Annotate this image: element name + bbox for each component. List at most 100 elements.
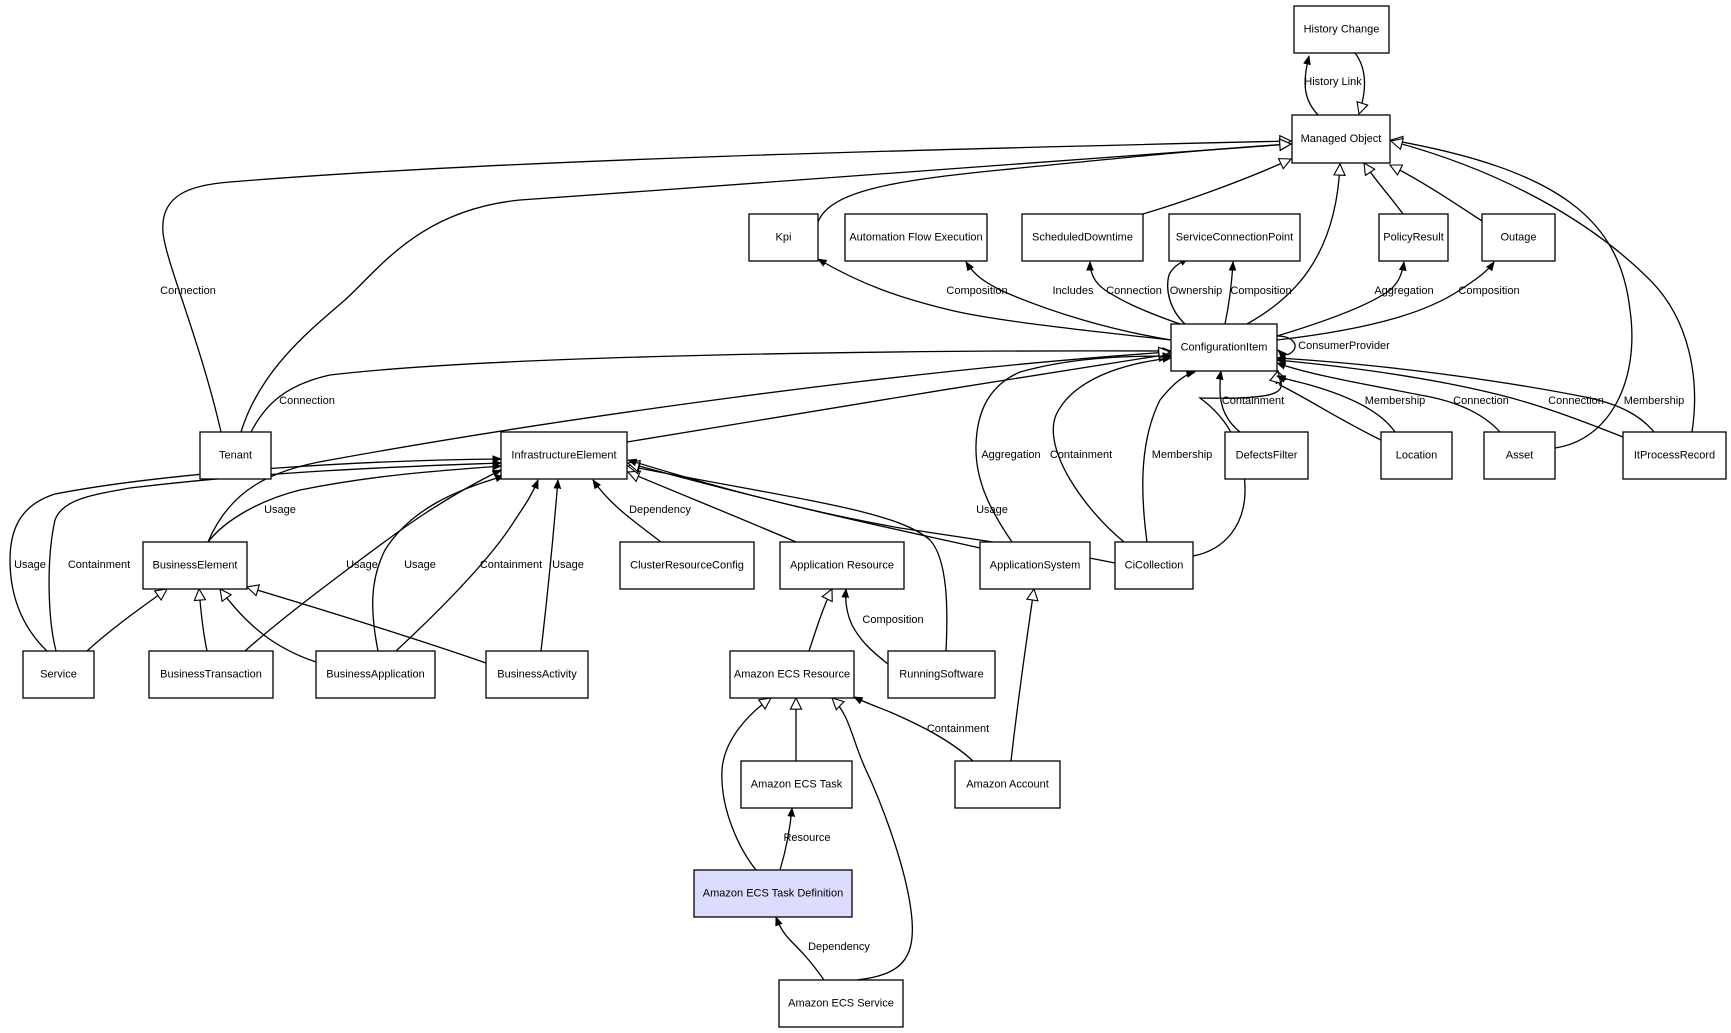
node-label: ApplicationSystem xyxy=(990,560,1081,572)
node-label: Location xyxy=(1396,450,1438,462)
edge-label: Usage xyxy=(14,559,46,571)
node-label: CiCollection xyxy=(1125,560,1184,572)
edge-label: Containment xyxy=(68,559,130,571)
edge-label: Includes xyxy=(1053,285,1094,297)
node-policy-result[interactable]: PolicyResult xyxy=(1378,213,1449,262)
node-managed-object[interactable]: Managed Object xyxy=(1291,114,1391,164)
edge-label: Membership xyxy=(1152,449,1213,461)
node-kpi[interactable]: Kpi xyxy=(748,213,819,262)
node-cluster-resource-config[interactable]: ClusterResourceConfig xyxy=(619,541,755,590)
edge-cluster-resource-config-to-infrastructure-element xyxy=(593,480,662,543)
edge-label: Dependency xyxy=(808,941,870,953)
node-amazon-ecs-resource[interactable]: Amazon ECS Resource xyxy=(729,650,855,699)
edge-infrastructure-element-to-configuration-item xyxy=(626,354,1170,443)
node-service[interactable]: Service xyxy=(22,650,95,699)
node-running-software[interactable]: RunningSoftware xyxy=(887,650,996,699)
edge-business-element-to-configuration-item xyxy=(207,352,1170,543)
node-label: Amazon ECS Service xyxy=(788,998,894,1010)
node-business-application[interactable]: BusinessApplication xyxy=(315,650,436,699)
node-label: ConfigurationItem xyxy=(1181,342,1268,354)
edge-amazon-account-to-amazon-ecs-resource xyxy=(854,696,974,762)
node-label: Amazon ECS Task xyxy=(751,779,843,791)
node-history-change[interactable]: History Change xyxy=(1293,5,1390,54)
node-service-connection-point[interactable]: ServiceConnectionPoint xyxy=(1168,213,1301,262)
node-business-activity[interactable]: BusinessActivity xyxy=(485,650,589,699)
edge-business-activity-to-infrastructure-element xyxy=(540,480,558,652)
node-label: Tenant xyxy=(219,450,252,462)
edge-policy-result-to-managed-object xyxy=(1364,163,1404,215)
node-box xyxy=(1224,431,1309,480)
node-box xyxy=(1483,431,1556,480)
node-amazon-ecs-service[interactable]: Amazon ECS Service xyxy=(778,979,904,1028)
node-application-resource[interactable]: Application Resource xyxy=(779,541,905,590)
edge-defects-filter-to-configuration-item xyxy=(1220,371,1241,433)
node-label: Amazon ECS Task Definition xyxy=(703,888,843,900)
edge-asset-to-managed-object xyxy=(1391,140,1633,449)
node-label: Service xyxy=(40,669,77,681)
node-label: RunningSoftware xyxy=(899,669,983,681)
edge-label: Connection xyxy=(279,395,335,407)
node-box xyxy=(729,650,855,699)
edge-label: ConsumerProvider xyxy=(1298,340,1390,352)
node-application-system[interactable]: ApplicationSystem xyxy=(979,541,1091,590)
node-location[interactable]: Location xyxy=(1380,431,1453,480)
node-scheduled-downtime[interactable]: ScheduledDowntime xyxy=(1021,213,1144,262)
edge-label: Containment xyxy=(1222,395,1284,407)
node-it-process-record[interactable]: ItProcessRecord xyxy=(1622,431,1727,480)
edge-configuration-item-to-service-connection-point xyxy=(1224,262,1233,325)
edge-business-transaction-to-business-element xyxy=(199,589,208,652)
edge-label: Connection xyxy=(1548,395,1604,407)
edge-label: Usage xyxy=(404,559,436,571)
node-label: BusinessActivity xyxy=(497,669,577,681)
edge-label: Connection xyxy=(1106,285,1162,297)
node-box xyxy=(748,213,819,262)
edge-asset-to-configuration-item xyxy=(1277,363,1501,433)
node-amazon-account[interactable]: Amazon Account xyxy=(954,760,1061,809)
edge-label: Connection xyxy=(160,285,216,297)
node-ci-collection[interactable]: CiCollection xyxy=(1114,541,1194,590)
edge-scheduled-downtime-to-managed-object xyxy=(1142,159,1291,215)
edge-business-transaction-to-infrastructure-element xyxy=(244,469,501,652)
node-amazon-ecs-task-definition[interactable]: Amazon ECS Task Definition xyxy=(693,869,853,918)
node-box xyxy=(148,650,274,699)
node-label: Amazon ECS Resource xyxy=(734,669,850,681)
edge-it-process-record-to-configuration-item xyxy=(1277,360,1624,438)
edge-amazon-ecs-service-to-amazon-ecs-resource xyxy=(832,698,914,981)
edge-label: Containment xyxy=(1050,449,1112,461)
node-box xyxy=(778,979,904,1028)
node-box xyxy=(1291,114,1391,164)
node-label: Outage xyxy=(1500,232,1536,244)
edge-label: Dependency xyxy=(629,504,691,516)
node-box xyxy=(1378,213,1449,262)
node-automation-flow-execution[interactable]: Automation Flow Execution xyxy=(844,213,988,262)
node-label: Automation Flow Execution xyxy=(849,232,982,244)
node-box xyxy=(887,650,996,699)
edge-label: Resource xyxy=(783,832,830,844)
node-defects-filter[interactable]: DefectsFilter xyxy=(1224,431,1309,480)
node-box xyxy=(954,760,1061,809)
node-business-element[interactable]: BusinessElement xyxy=(142,541,248,590)
node-label: ClusterResourceConfig xyxy=(630,560,744,572)
edge-application-resource-to-infrastructure-element xyxy=(628,472,797,543)
node-asset[interactable]: Asset xyxy=(1483,431,1556,480)
node-infrastructure-element[interactable]: InfrastructureElement xyxy=(500,431,628,480)
node-configuration-item[interactable]: ConfigurationItem xyxy=(1170,323,1278,372)
node-amazon-ecs-task[interactable]: Amazon ECS Task xyxy=(740,760,853,809)
edge-label: Ownership xyxy=(1170,285,1223,297)
node-business-transaction[interactable]: BusinessTransaction xyxy=(148,650,274,699)
node-label: Amazon Account xyxy=(966,779,1049,791)
edge-business-element-to-infrastructure-element xyxy=(207,466,501,543)
edge-ci-collection-to-configuration-item xyxy=(1142,372,1195,543)
node-outage[interactable]: Outage xyxy=(1481,213,1556,262)
node-label: ServiceConnectionPoint xyxy=(1176,232,1293,244)
edge-label: Containment xyxy=(480,559,542,571)
node-label: Kpi xyxy=(776,232,792,244)
node-tenant[interactable]: Tenant xyxy=(199,431,272,480)
edge-configuration-item-to-service-connection-point xyxy=(1167,257,1188,325)
edge-kpi-to-managed-object xyxy=(817,144,1291,223)
node-box xyxy=(979,541,1091,590)
node-label: History Change xyxy=(1304,24,1380,36)
node-label: InfrastructureElement xyxy=(511,450,616,462)
